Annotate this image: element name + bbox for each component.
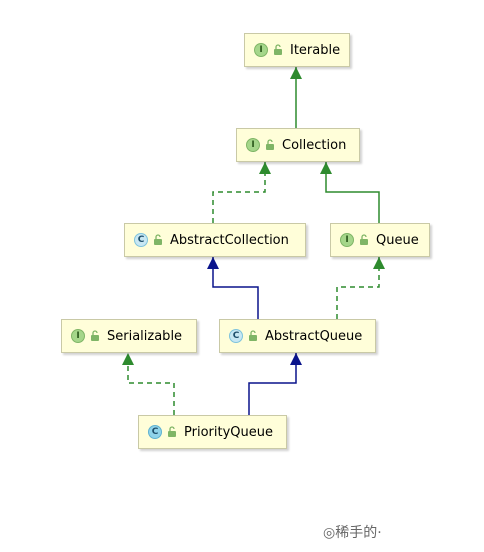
node-collection[interactable]: I Collection — [236, 128, 360, 162]
abstract-class-icon: C — [134, 233, 148, 247]
arrowhead-priority_queue-to-abstract_queue — [290, 353, 302, 365]
node-abstract-collection[interactable]: C AbstractCollection — [124, 223, 306, 257]
watermark: ◎稀手的· — [323, 525, 382, 541]
lock-icon — [168, 426, 176, 437]
interface-icon: I — [246, 138, 260, 152]
arrowhead-queue-to-collection — [320, 162, 332, 174]
node-iterable[interactable]: I Iterable — [244, 33, 350, 67]
arrowhead-collection-to-iterable — [290, 67, 302, 79]
node-label: Queue — [376, 232, 419, 248]
interface-icon: I — [254, 43, 268, 57]
node-label: Serializable — [107, 328, 183, 344]
edge-abstract_queue-to-abstract_collection — [212, 257, 259, 319]
edge-priority_queue-to-abstract_queue — [248, 353, 297, 415]
lock-icon — [266, 139, 274, 150]
arrowhead-priority_queue-to-serializable — [122, 353, 134, 365]
interface-icon: I — [71, 329, 85, 343]
node-label: Iterable — [290, 42, 341, 58]
node-label: Collection — [282, 137, 347, 153]
abstract-class-icon: C — [229, 329, 243, 343]
interface-icon: I — [340, 233, 354, 247]
node-serializable[interactable]: I Serializable — [61, 319, 197, 353]
arrowhead-abstract_queue-to-abstract_collection — [207, 257, 219, 269]
edge-priority_queue-to-serializable — [127, 353, 175, 415]
node-priority-queue[interactable]: C PriorityQueue — [138, 415, 287, 449]
edge-abstract_queue-to-queue — [336, 257, 380, 319]
edge-queue-to-collection — [325, 162, 380, 223]
lock-icon — [274, 44, 282, 55]
arrowhead-abstract_queue-to-queue — [373, 257, 385, 269]
edge-abstract_collection-to-collection — [212, 162, 266, 223]
node-abstract-queue[interactable]: C AbstractQueue — [219, 319, 376, 353]
node-label: PriorityQueue — [184, 424, 273, 440]
lock-icon — [154, 234, 162, 245]
arrowhead-abstract_collection-to-collection — [259, 162, 271, 174]
node-label: AbstractQueue — [265, 328, 363, 344]
lock-icon — [249, 330, 257, 341]
lock-icon — [91, 330, 99, 341]
class-icon: C — [148, 425, 162, 439]
lock-icon — [360, 234, 368, 245]
node-queue[interactable]: I Queue — [330, 223, 430, 257]
node-label: AbstractCollection — [170, 232, 289, 248]
